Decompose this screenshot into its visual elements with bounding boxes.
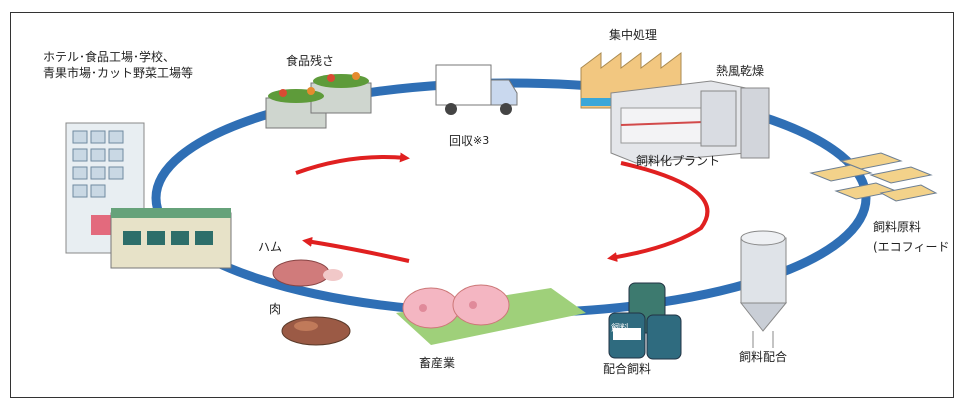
ham-icon — [272, 259, 343, 287]
food-waste-icon — [265, 72, 372, 129]
diagram-frame: ホテル･食品工場･学校、 青果市場･カット野菜工場等 食品残さ 回収※3 集中処… — [10, 12, 954, 398]
ham-label: ハム — [258, 240, 283, 254]
compound-feed-label: 配合飼料 — [603, 362, 652, 376]
arrow-to-collection — [295, 152, 410, 175]
livestock-icon — [396, 284, 586, 345]
ecofeed-label: (エコフィード — [873, 240, 950, 254]
feed-mixing-label: 飼料配合 — [739, 350, 788, 364]
recycling-loop-diagram — [65, 52, 938, 360]
central-processing-label: 集中処理 — [609, 28, 658, 42]
dryer-machine-icon — [610, 80, 770, 164]
factory-icon — [110, 208, 232, 269]
meat-icon — [281, 316, 351, 346]
truck-icon — [435, 64, 518, 115]
silo-icon — [739, 230, 788, 348]
building-icon — [65, 122, 145, 254]
sources-label: ホテル･食品工場･学校、 — [43, 50, 176, 64]
meat-label: 肉 — [269, 302, 282, 316]
feed-bag-label: 飼料 — [611, 324, 630, 334]
hot-air-drying-label: 熱風乾燥 — [716, 64, 765, 78]
livestock-label: 畜産業 — [419, 356, 456, 370]
arrow-to-feed — [607, 161, 710, 262]
arrow-to-consumer — [302, 236, 410, 263]
feed-plant-label: 飼料化プラント — [636, 154, 721, 168]
collection-label: 回収※3 — [449, 134, 490, 148]
feed-bags-icon — [608, 282, 682, 360]
food-waste-label: 食品残さ — [286, 54, 335, 68]
feed-material-label: 飼料原料 — [873, 220, 922, 234]
feed-material-icon — [809, 152, 938, 202]
sources-label-2: 青果市場･カット野菜工場等 — [43, 66, 194, 80]
